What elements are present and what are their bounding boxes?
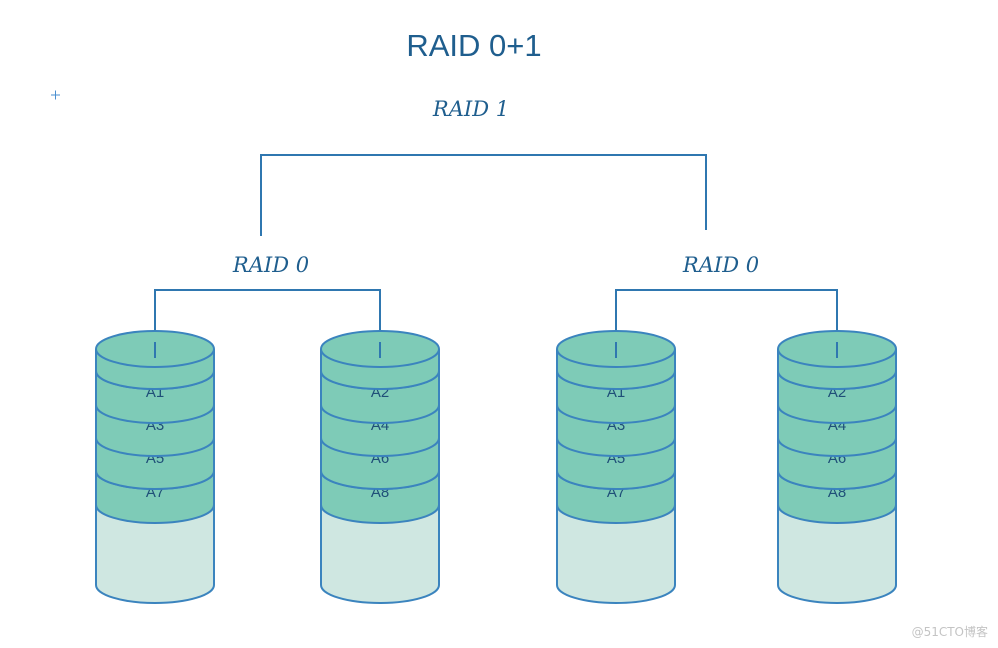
disk-empty-space [777, 505, 897, 604]
raid0-label-right: RAID 0 [682, 253, 759, 277]
watermark: @51CTO博客 [912, 624, 988, 639]
raid1-connector [260, 154, 707, 236]
raid0-label-left: RAID 0 [232, 253, 309, 277]
disk-empty-space [320, 505, 440, 604]
raid1-label: RAID 1 [432, 97, 509, 121]
cursor-crosshair-icon [51, 90, 60, 100]
raid0-connector-right [615, 289, 838, 358]
raid0-connector-left [154, 289, 381, 358]
disk-empty-space [556, 505, 676, 604]
disk-empty-space [95, 505, 215, 604]
diagram-title: RAID 0+1 [406, 28, 541, 63]
